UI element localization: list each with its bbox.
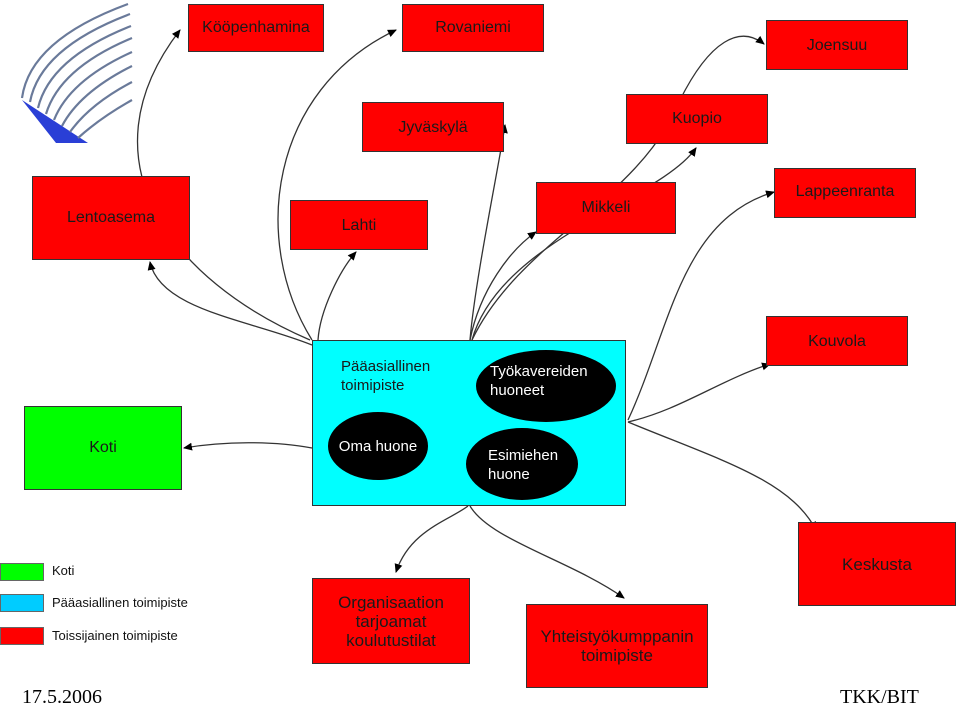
node-label: Organisaation tarjoamat koulutustilat [338, 592, 444, 650]
room-label: Oma huone [338, 438, 418, 455]
footer-date: 17.5.2006 [22, 686, 102, 708]
node-yhteistyo[interactable]: Yhteistyökumppanin toimipiste [526, 604, 708, 688]
node-keskusta[interactable]: Keskusta [798, 522, 956, 606]
link-koti [183, 442, 313, 451]
node-label: Kouvola [808, 333, 866, 350]
node-label: Jyväskylä [398, 119, 468, 136]
node-rovaniemi[interactable]: Rovaniemi [402, 4, 544, 52]
node-kuopio[interactable]: Kuopio [626, 94, 768, 144]
legend-label-home: Koti [52, 563, 75, 578]
room-oma[interactable]: Oma huone [328, 412, 428, 480]
link-lentoasema [147, 261, 313, 346]
node-label: Keskusta [842, 555, 912, 574]
footer-org: TKK/BIT [840, 686, 919, 708]
link-kouvola [627, 362, 771, 423]
legend-label-secondary: Toissijainen toimipiste [52, 628, 178, 643]
node-koti[interactable]: Koti [24, 406, 182, 490]
node-label: Lahti [341, 217, 377, 234]
legend-label-main: Pääasiallinen toimipiste [52, 595, 188, 610]
node-lahti[interactable]: Lahti [290, 200, 428, 250]
node-label: Rovaniemi [435, 19, 511, 36]
node-joensuu[interactable]: Joensuu [766, 20, 908, 70]
node-label: Lappeenranta [795, 183, 895, 200]
link-lappeenranta [627, 190, 775, 421]
node-lentoasema[interactable]: Lentoasema [32, 176, 190, 260]
link-rovaniemi [277, 29, 397, 341]
room-tyokavereiden[interactable]: Työkavereiden huoneet [476, 350, 616, 422]
node-label: Lentoasema [66, 209, 156, 226]
node-jyvaskyla[interactable]: Jyväskylä [362, 102, 504, 152]
legend-swatch-main [0, 594, 44, 612]
university-logo-icon [20, 2, 133, 143]
link-keskusta [627, 421, 817, 531]
node-label: Koti [89, 439, 117, 456]
legend-swatch-home [0, 563, 44, 581]
node-label: Kuopio [672, 110, 722, 127]
node-kouvola[interactable]: Kouvola [766, 316, 908, 366]
node-lappeenranta[interactable]: Lappeenranta [774, 168, 916, 218]
node-label: Mikkeli [581, 199, 631, 216]
room-label: Työkavereiden huoneet [490, 363, 588, 399]
node-organisaatio[interactable]: Organisaation tarjoamat koulutustilat [312, 578, 470, 664]
link-jyvaskyla [469, 124, 508, 341]
room-esimiehen[interactable]: Esimiehen huone [466, 428, 578, 500]
link-yhteistyo [469, 505, 625, 599]
link-organisaatio [394, 505, 469, 573]
link-kuopio [471, 147, 697, 341]
node-mikkeli[interactable]: Mikkeli [536, 182, 676, 234]
legend-swatch-secondary [0, 627, 44, 645]
node-label: Kööpenhamina [202, 19, 310, 36]
room-label: Esimiehen huone [488, 447, 559, 483]
node-label: Yhteistyökumppanin toimipiste [540, 627, 694, 665]
link-lahti [317, 251, 357, 341]
main-office-label: Pääasiallinen toimipiste [341, 358, 431, 394]
link-mikkeli [469, 231, 537, 341]
node-label: Joensuu [806, 37, 868, 54]
node-kooppenhamina[interactable]: Kööpenhamina [188, 4, 324, 52]
